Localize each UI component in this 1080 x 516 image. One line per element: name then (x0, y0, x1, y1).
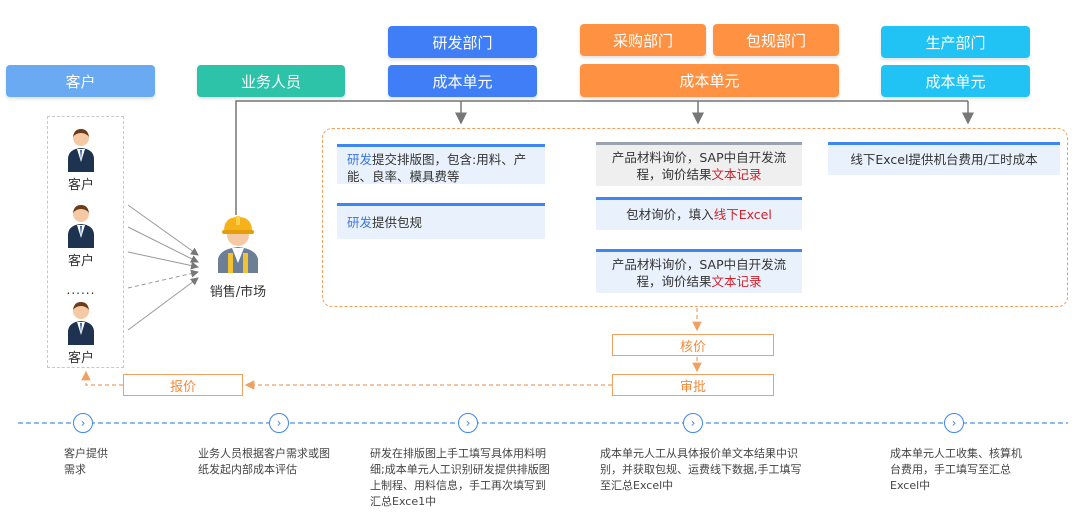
connector-sales-top (235, 100, 968, 215)
arrow-customer-5 (127, 277, 199, 331)
rd-card-highlight: 研发 (347, 152, 373, 167)
chevron-right-circle-icon: › (458, 413, 478, 433)
customer-item: 客户 (58, 301, 104, 366)
arrow-quote-to-customer (81, 370, 123, 386)
purchase-card: 产品材料询价，SAP中自开发流程，询价结果文本记录 (596, 142, 802, 186)
customer-group (47, 116, 124, 368)
header-purchase-cost: 成本单元 (580, 64, 839, 97)
worker-helmet-icon (218, 216, 258, 273)
step-description: 研发在排版图上手工填写具体用料明细;成本单元人工识别研发提供排版图上制程、用料信… (370, 447, 550, 508)
arrow-customer-2 (127, 226, 199, 263)
arrow-customer-1 (127, 204, 199, 256)
salesperson: 销售/市场 (200, 213, 276, 300)
header-sales: 业务人员 (197, 65, 345, 97)
rd-card-highlight: 研发 (347, 215, 373, 230)
purchase-card-highlight: 文本记录 (711, 167, 762, 182)
header-rd-cost: 成本单元 (388, 65, 537, 97)
step-description: 客户提供需求 (64, 447, 108, 476)
header-production: 生产部门 (881, 26, 1030, 58)
step-description: 成本单元人工收集、核算机台费用，手工填写至汇总Excel中 (890, 447, 1022, 492)
purchase-card-highlight: 线下Excel (713, 207, 772, 222)
arrow-customer-4 (127, 269, 199, 289)
purchase-card-highlight: 文本记录 (711, 274, 762, 289)
customer-label: 客户 (67, 178, 94, 193)
customer-item: 客户 (58, 204, 104, 269)
approve-box: 审批 (612, 374, 774, 396)
rd-card-text: 提交排版图，包含:用料、产能、良率、模具费等 (347, 152, 527, 184)
production-card-text: 线下Excel提供机台费用/工时成本 (850, 152, 1038, 167)
header-customer: 客户 (6, 65, 155, 97)
purchase-card-text: 产品材料询价，SAP中自开发流程，询价结果 (611, 150, 787, 182)
quote-box: 报价 (123, 374, 243, 396)
header-production-cost: 成本单元 (881, 65, 1030, 97)
chevron-right-circle-icon: › (269, 413, 289, 433)
person-icon (68, 302, 94, 345)
rd-card-text: 提供包规 (372, 215, 423, 230)
rd-card: 研发提供包规 (337, 203, 545, 239)
verify-box: 核价 (612, 334, 774, 356)
header-packaging: 包规部门 (713, 24, 839, 56)
chevron-right-circle-icon: › (73, 413, 93, 433)
purchase-card: 包材询价，填入线下Excel (596, 197, 802, 230)
purchase-card: 产品材料询价，SAP中自开发流程，询价结果文本记录 (596, 249, 802, 293)
rd-card: 研发提交排版图，包含:用料、产能、良率、模具费等 (337, 144, 545, 184)
step-description: 业务人员根据客户需求或图纸发起内部成本评估 (198, 447, 330, 476)
arrow-customer-3 (127, 251, 199, 270)
purchase-card-text: 产品材料询价，SAP中自开发流程，询价结果 (611, 257, 787, 289)
production-card: 线下Excel提供机台费用/工时成本 (828, 142, 1060, 175)
customer-label: 客户 (67, 254, 94, 269)
salesperson-label: 销售/市场 (209, 285, 267, 300)
chevron-right-circle-icon: › (944, 413, 964, 433)
customer-item: 客户 (58, 128, 104, 193)
person-icon (68, 205, 94, 248)
chevron-right-circle-icon: › (683, 413, 703, 433)
person-icon (68, 129, 94, 172)
cost-process-container (322, 128, 1068, 307)
step-description: 成本单元人工从具体报价单文本结果中识别，并获取包规、运费线下数据,手工填写至汇总… (600, 447, 802, 492)
header-rd: 研发部门 (388, 26, 537, 58)
customer-ellipsis: ...... (66, 283, 96, 297)
header-purchase: 采购部门 (580, 24, 706, 56)
purchase-card-text: 包材询价，填入 (626, 207, 714, 222)
customer-label: 客户 (67, 351, 94, 366)
